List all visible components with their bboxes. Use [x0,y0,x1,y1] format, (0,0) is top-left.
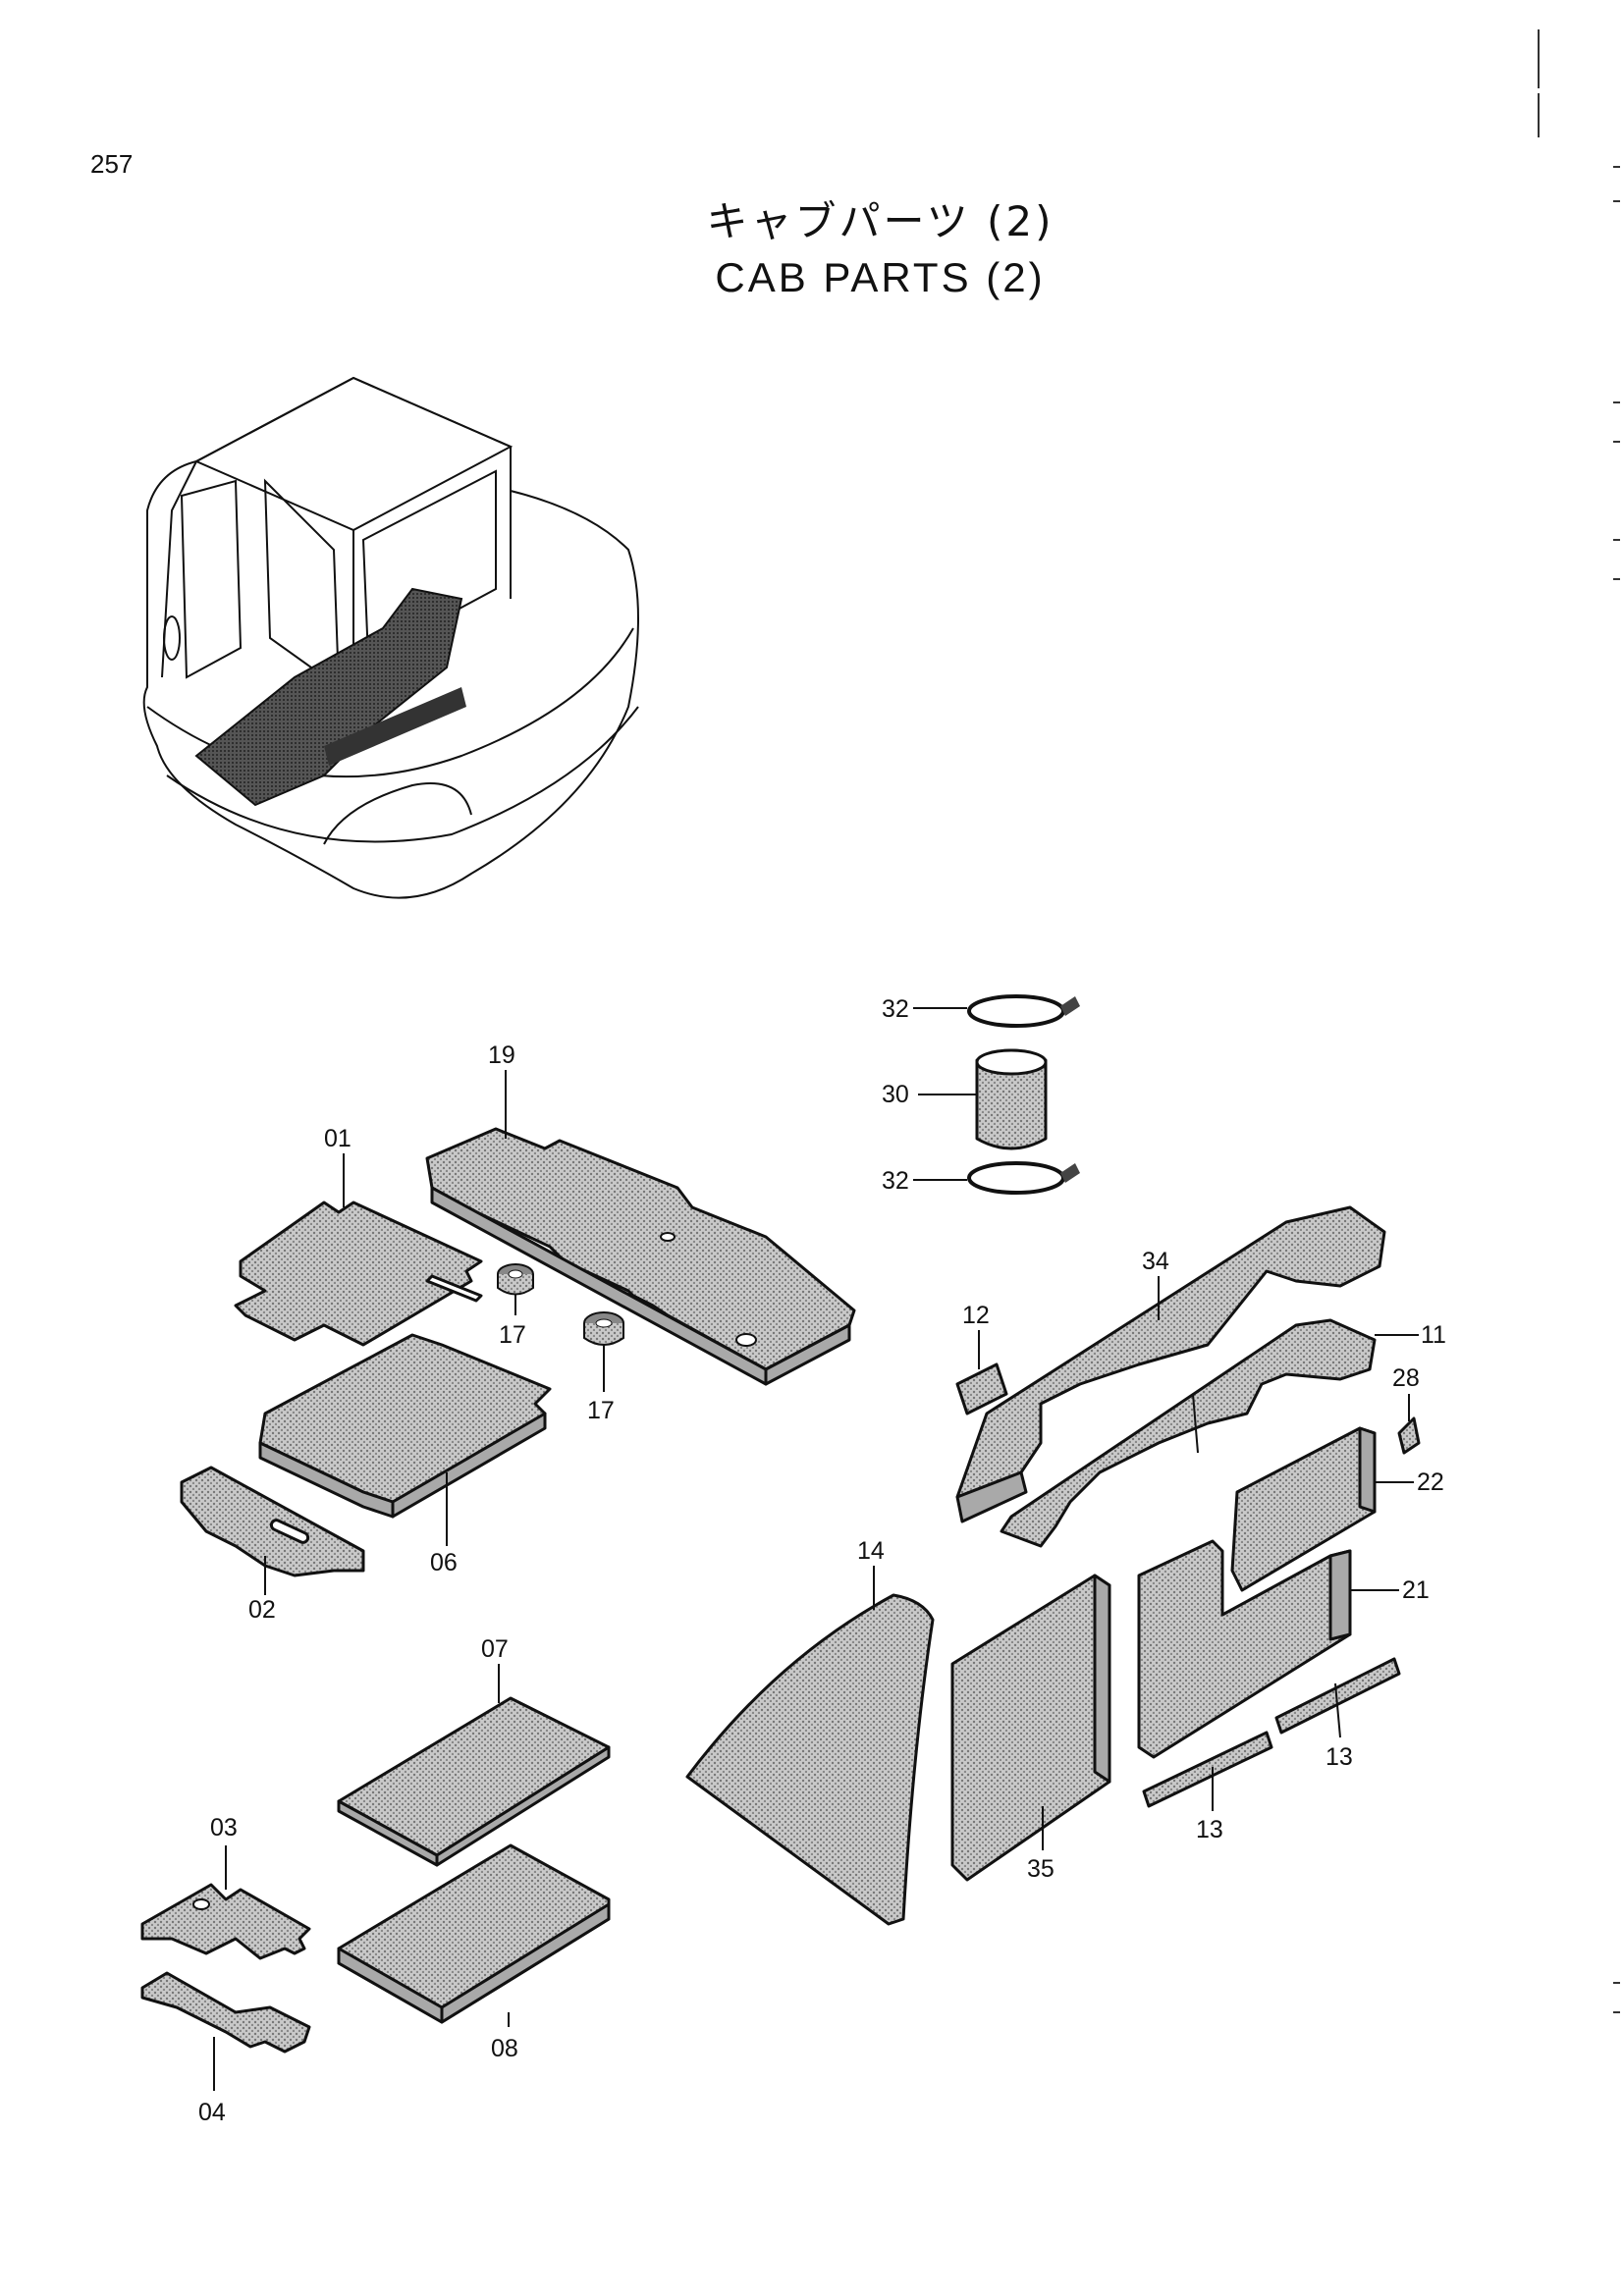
callout-17-a: 17 [499,1321,526,1349]
part-14 [685,1566,935,1926]
callout-34: 34 [1142,1248,1169,1275]
part-12 [955,1330,1008,1415]
callout-30: 30 [882,1081,909,1108]
callout-11: 11 [1421,1321,1446,1349]
margin-marks [1538,29,1620,2013]
part-13-b [1274,1657,1401,1738]
callout-14: 14 [857,1537,885,1565]
callout-28: 28 [1392,1364,1420,1392]
part-32-b [913,1161,1080,1195]
part-22 [1230,1426,1414,1592]
title-japanese: キャブパーツ (2) [706,197,1055,245]
callout-21: 21 [1402,1576,1430,1604]
part-13-a [1142,1731,1273,1811]
cab-overview-illustration [142,376,639,899]
callout-35: 35 [1027,1855,1055,1883]
callout-32-b: 32 [882,1167,909,1195]
part-17-a [497,1263,534,1315]
callout-22: 22 [1417,1468,1444,1496]
callout-02: 02 [248,1596,276,1624]
part-28 [1397,1394,1421,1455]
part-17-b [583,1311,624,1392]
callout-17-b: 17 [587,1397,615,1424]
title-block: キャブパーツ (2) CAB PARTS (2) [0,188,1623,301]
callout-13-a: 13 [1196,1816,1223,1843]
page-number: 257 [90,149,134,179]
callout-01: 01 [324,1125,352,1152]
part-34 [955,1205,1386,1523]
callout-19: 19 [488,1041,515,1069]
part-19 [425,1070,856,1386]
callout-12: 12 [962,1302,990,1329]
title-english: CAB PARTS (2) [715,254,1046,300]
part-30 [918,1048,1048,1150]
part-11 [1000,1318,1419,1548]
callout-08: 08 [491,2035,518,2062]
callout-13-b: 13 [1325,1743,1353,1771]
part-02 [180,1466,365,1595]
part-03 [140,1845,311,1960]
callout-labels: 01 02 03 04 06 07 08 11 12 13 13 14 17 1… [198,995,1446,2126]
part-06 [258,1333,552,1546]
callout-04: 04 [198,2099,226,2126]
part-04 [140,1971,311,2091]
callout-06: 06 [430,1549,458,1576]
part-32-a [913,994,1080,1028]
part-21 [1137,1539,1399,1759]
callout-07: 07 [481,1635,509,1663]
callout-03: 03 [210,1814,238,1842]
part-35 [950,1574,1111,1882]
part-01 [234,1153,483,1347]
part-07 [337,1664,611,1867]
part-08 [337,1843,611,2027]
callout-32-a: 32 [882,995,909,1023]
